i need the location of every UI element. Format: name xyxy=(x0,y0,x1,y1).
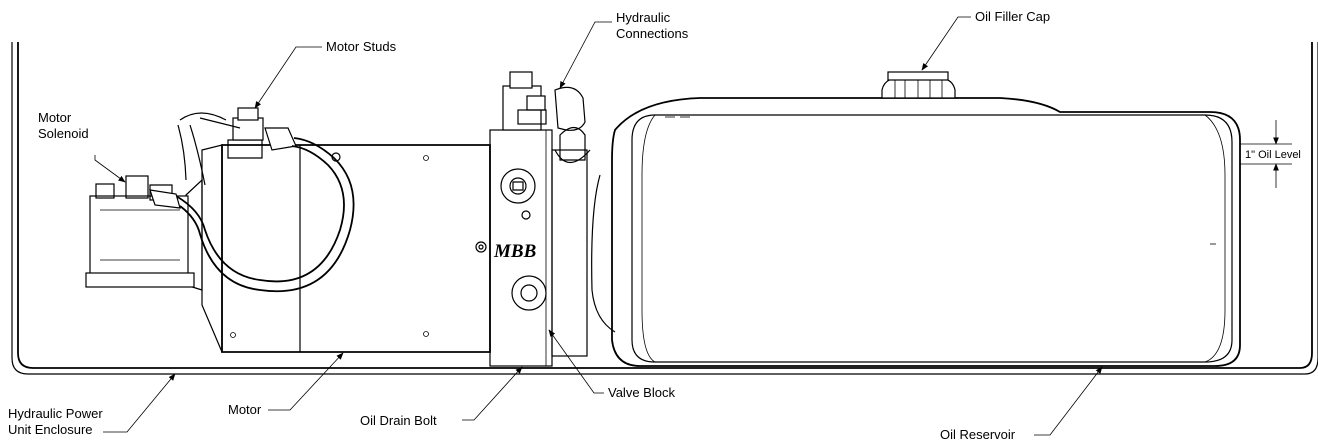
label-hydraulic-connections-line2: Connections xyxy=(616,26,689,41)
label-enclosure-line2: Unit Enclosure xyxy=(8,422,93,437)
mbb-logo: MBB xyxy=(493,241,536,262)
valve-block: MBB xyxy=(475,129,588,367)
motor-body xyxy=(185,139,491,353)
label-motor: Motor xyxy=(228,402,262,417)
label-enclosure-line1: Hydraulic Power xyxy=(8,406,103,421)
motor-studs-and-cables xyxy=(177,107,297,186)
label-hydraulic-connections-line1: Hydraulic xyxy=(616,10,671,25)
hydraulic-connection-fittings xyxy=(502,71,591,164)
callout-labels: Motor Solenoid Motor Studs Hydraulic Con… xyxy=(8,9,1301,442)
hydraulic-hose xyxy=(149,137,355,293)
label-valve-block: Valve Block xyxy=(608,385,675,400)
enclosure-outline xyxy=(11,42,1318,375)
oil-filler-cap xyxy=(881,71,956,99)
label-oil-drain-bolt: Oil Drain Bolt xyxy=(360,413,437,428)
motor-solenoid xyxy=(85,175,195,288)
label-oil-level: 1" Oil Level xyxy=(1245,149,1301,161)
label-oil-reservoir: Oil Reservoir xyxy=(940,427,1016,442)
label-oil-filler-cap: Oil Filler Cap xyxy=(975,9,1050,24)
oil-level-indicator xyxy=(1240,120,1292,188)
oil-reservoir-tank xyxy=(591,97,1241,367)
leader-lines xyxy=(94,16,1103,436)
label-motor-solenoid-line2: Solenoid xyxy=(38,126,89,141)
label-motor-studs: Motor Studs xyxy=(326,39,397,54)
label-motor-solenoid-line1: Motor xyxy=(38,110,72,125)
